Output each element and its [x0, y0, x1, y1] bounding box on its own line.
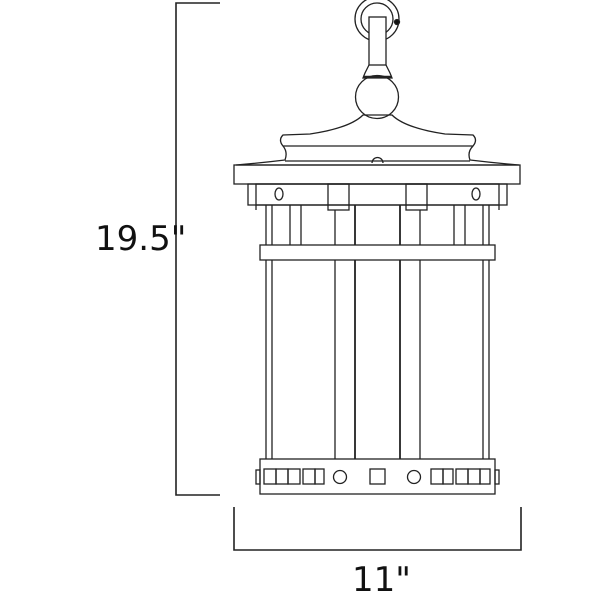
height-label: 19.5"	[95, 219, 187, 259]
cage-bars	[265, 205, 490, 459]
height-dimension-bracket	[175, 2, 220, 496]
stem	[354, 16, 400, 120]
roof	[233, 114, 521, 185]
bottom-band	[255, 458, 500, 495]
middle-band	[259, 244, 496, 261]
width-label: 11"	[352, 560, 411, 600]
top-frieze	[247, 183, 508, 211]
width-dimension-bracket	[233, 507, 522, 551]
